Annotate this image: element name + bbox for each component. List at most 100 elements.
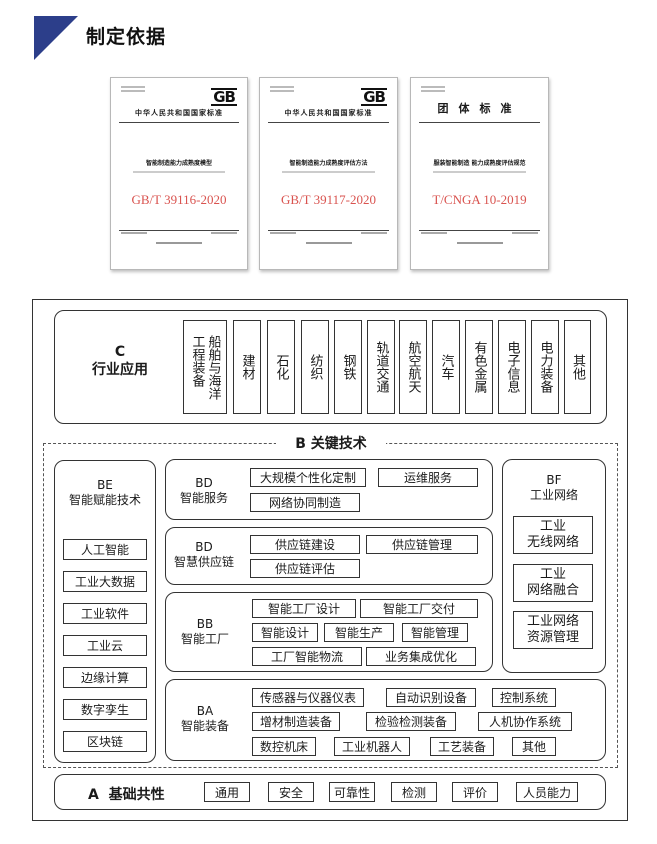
- section-c-title: C 行业应用: [70, 343, 170, 379]
- be-item: 数字孪生: [63, 699, 147, 720]
- bf-item: 工业网络融合: [513, 564, 593, 602]
- be-item: 人工智能: [63, 539, 147, 560]
- industry-cell: 汽车: [432, 320, 460, 414]
- be-name: 智能赋能技术: [68, 493, 141, 507]
- bd-supply-item: 供应链管理: [366, 535, 478, 554]
- bf-name: 工业网络: [529, 488, 578, 502]
- ba-name: 智能装备: [180, 719, 229, 733]
- industry-cell: 电力装备: [531, 320, 559, 414]
- industry-label: 建材: [239, 354, 255, 380]
- document-code: GB/T 39116-2020: [131, 192, 227, 207]
- header-triangle-icon: [34, 16, 78, 60]
- bf-item-line: 网络融合: [526, 583, 579, 598]
- bf-item-line: 工业: [539, 567, 566, 582]
- bb-item: 智能生产: [324, 623, 394, 642]
- industry-cell: 电子信息: [498, 320, 526, 414]
- ba-item: 工艺装备: [430, 737, 494, 756]
- bd-service-name: 智能服务: [179, 491, 228, 505]
- section-b-title: B 关键技术: [276, 433, 386, 453]
- be-item: 区块链: [63, 731, 147, 752]
- a-item: 可靠性: [329, 782, 375, 802]
- document-title: 服装智能制造 能力成熟度评估规范: [433, 160, 526, 167]
- document-header: 中华人民共和国国家标准: [135, 109, 223, 117]
- industry-cell: 航空航天: [399, 320, 427, 414]
- industry-label: 钢铁: [340, 354, 356, 380]
- a-item: 评价: [452, 782, 498, 802]
- ba-title: BA 智能装备: [170, 704, 240, 734]
- industry-label: 其他: [570, 354, 585, 380]
- industry-label: 汽车: [438, 354, 454, 380]
- document-code: GB/T 39117-2020: [281, 192, 376, 207]
- industry-cell: 船舶与海洋工程装备: [183, 320, 227, 414]
- bf-item: 工业网络资源管理: [513, 611, 593, 649]
- bd-service-title: BD 智能服务: [170, 476, 238, 506]
- section-c-name: 行业应用: [92, 362, 148, 378]
- bd-supply-item: 供应链评估: [250, 559, 360, 578]
- bf-item-line: 无线网络: [526, 535, 579, 550]
- industry-label: 电子信息: [504, 341, 520, 393]
- standard-document-2: GB 中华人民共和国国家标准 智能制造能力成熟度评估方法 GB/T 39117-…: [259, 77, 398, 270]
- bd-service-item: 网络协同制造: [250, 493, 360, 512]
- bf-item-line: 资源管理: [526, 630, 579, 645]
- bd-service-item: 大规模个性化定制: [250, 468, 366, 487]
- a-item: 通用: [204, 782, 250, 802]
- a-item: 人员能力: [516, 782, 578, 802]
- ba-item: 控制系统: [492, 688, 556, 707]
- industry-cell: 纺织: [301, 320, 329, 414]
- bf-item-line: 工业网络: [526, 614, 579, 629]
- standard-document-1: GB 中华人民共和国国家标准 智能制造能力成熟度模型 GB/T 39116-20…: [110, 77, 248, 270]
- bb-item: 工厂智能物流: [252, 647, 362, 666]
- bf-item-line: 工业: [539, 519, 566, 534]
- gb-logo: GB: [211, 88, 237, 106]
- standard-document-3: 团体标准 服装智能制造 能力成熟度评估规范 T/CNGA 10-2019: [410, 77, 549, 270]
- ba-item: 自动识别设备: [386, 688, 476, 707]
- industry-cell: 其他: [564, 320, 591, 414]
- industry-cell: 有色金属: [465, 320, 493, 414]
- section-a-title: A 基础共性: [88, 787, 165, 803]
- bb-code: BB: [196, 617, 214, 631]
- ba-item: 工业机器人: [334, 737, 410, 756]
- industry-cell: 建材: [233, 320, 261, 414]
- document-title: 智能制造能力成熟度模型: [145, 160, 212, 167]
- ba-item: 人机协作系统: [478, 712, 572, 731]
- bd-supply-name: 智慧供应链: [173, 555, 234, 569]
- industry-label: 有色金属: [471, 341, 487, 393]
- ba-code: BA: [196, 704, 214, 718]
- section-c-code: C: [114, 344, 126, 360]
- document-header: 团体标准: [437, 102, 522, 115]
- industry-label: 石化: [273, 354, 289, 380]
- industry-label: 电力装备: [537, 341, 553, 393]
- document-title: 智能制造能力成熟度评估方法: [289, 160, 368, 167]
- be-item: 工业云: [63, 635, 147, 656]
- ba-item: 检验检测装备: [366, 712, 456, 731]
- industry-cell: 轨道交通: [367, 320, 395, 414]
- bd-supply-title: BD 智慧供应链: [168, 540, 240, 570]
- bb-item: 智能管理: [402, 623, 468, 642]
- page-title: 制定依据: [86, 26, 167, 48]
- bb-title: BB 智能工厂: [170, 617, 240, 647]
- document-header: 中华人民共和国国家标准: [284, 109, 373, 117]
- industry-label: 工程装备: [189, 334, 205, 387]
- a-item: 检测: [391, 782, 437, 802]
- bd-service-item: 运维服务: [378, 468, 478, 487]
- industry-label: 航空航天: [405, 341, 421, 393]
- be-title: BE 智能赋能技术: [54, 478, 156, 508]
- industry-label: 轨道交通: [373, 341, 389, 393]
- be-item: 边缘计算: [63, 667, 147, 688]
- industry-label: 纺织: [307, 354, 323, 380]
- a-item: 安全: [268, 782, 314, 802]
- bd-supply-item: 供应链建设: [250, 535, 360, 554]
- bb-item: 智能工厂设计: [252, 599, 356, 618]
- gb-logo: GB: [361, 88, 387, 106]
- ba-item: 数控机床: [252, 737, 316, 756]
- ba-item: 增材制造装备: [252, 712, 340, 731]
- bf-code: BF: [546, 473, 562, 487]
- bf-item: 工业无线网络: [513, 516, 593, 554]
- industry-label: 船舶与海洋: [205, 334, 221, 400]
- ba-item: 传感器与仪器仪表: [252, 688, 364, 707]
- bb-name: 智能工厂: [180, 632, 229, 646]
- bd-supply-code: BD: [195, 540, 213, 554]
- industry-cell: 钢铁: [334, 320, 362, 414]
- bb-item: 业务集成优化: [366, 647, 476, 666]
- be-code: BE: [97, 478, 113, 492]
